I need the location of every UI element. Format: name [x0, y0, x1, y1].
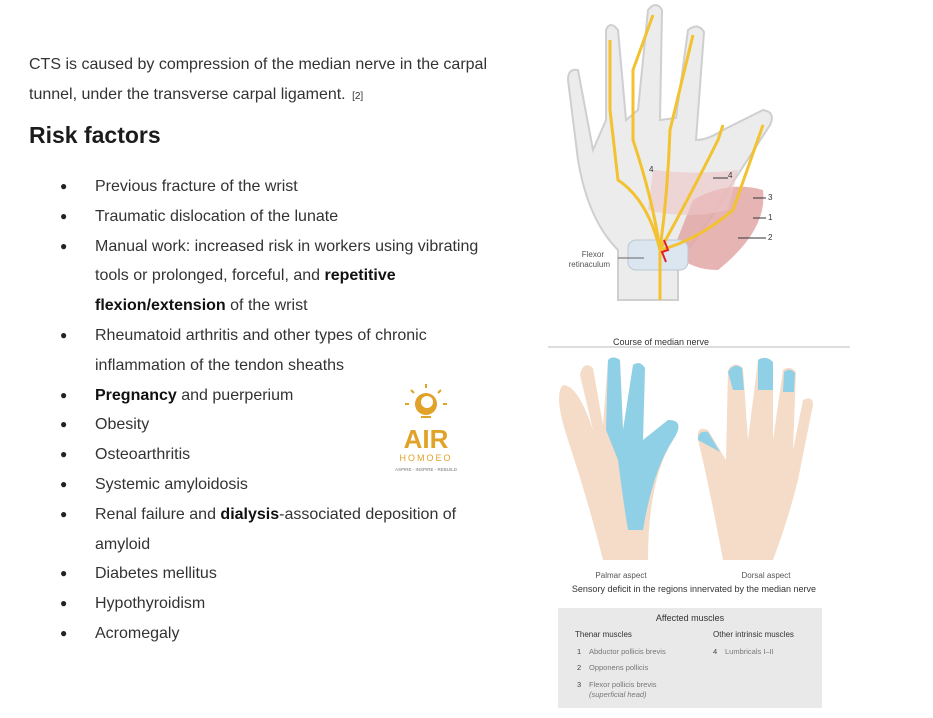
logo-subtitle: HOMOEO [399, 453, 452, 463]
logo-title: AIR [404, 424, 449, 454]
svg-text:2: 2 [577, 663, 581, 672]
intro-text: CTS is caused by compression of the medi… [29, 56, 488, 103]
palmar-hand-illustration [559, 357, 679, 560]
risk-factors-heading: Risk factors [29, 122, 161, 148]
label-4a: 4 [649, 165, 654, 174]
list-item: Obesity [60, 410, 480, 440]
course-caption: Course of median nerve [613, 337, 709, 347]
label-3: 3 [768, 193, 773, 202]
median-nerve-figure: Flexor retinaculum 4 4 3 1 2 Course of m… [548, 4, 850, 708]
list-item: Rheumatoid arthritis and other types of … [60, 321, 480, 381]
list-item: Renal failure and dialysis-associated de… [60, 500, 480, 560]
dorsal-label: Dorsal aspect [742, 571, 792, 580]
muscle-name: Lumbricals I–II [725, 647, 774, 656]
list-item: Hypothyroidism [60, 589, 480, 619]
muscle-name: Opponens pollicis [589, 663, 648, 672]
label-1: 1 [768, 213, 773, 222]
list-item: Pregnancy and puerperium [60, 381, 480, 411]
label-4b: 4 [728, 171, 733, 180]
muscles-title: Affected muscles [656, 613, 725, 623]
intro-paragraph: CTS is caused by compression of the medi… [29, 50, 499, 112]
list-item: Acromegaly [60, 619, 480, 649]
list-item: Manual work: increased risk in workers u… [60, 232, 480, 321]
other-header: Other intrinsic muscles [713, 630, 794, 639]
label-retinaculum: retinaculum [569, 260, 611, 269]
muscle-note: (superficial head) [589, 690, 647, 699]
list-item: Traumatic dislocation of the lunate [60, 202, 480, 232]
muscle-name: Flexor pollicis brevis [589, 680, 657, 689]
thenar-header: Thenar muscles [575, 630, 632, 639]
palmar-label: Palmar aspect [595, 571, 647, 580]
svg-text:1: 1 [577, 647, 581, 656]
list-item: Osteoarthritis [60, 440, 480, 470]
lightbulb-icon [405, 384, 447, 418]
muscle-name: Abductor pollicis brevis [589, 647, 666, 656]
reference-link[interactable]: [2] [352, 91, 364, 102]
list-item: Diabetes mellitus [60, 559, 480, 589]
list-item: Systemic amyloidosis [60, 470, 480, 500]
dorsal-hand-illustration [697, 357, 813, 560]
svg-text:4: 4 [713, 647, 717, 656]
affected-muscles-box: Affected muscles Thenar muscles Other in… [558, 608, 822, 708]
hand-skeleton-illustration: Flexor retinaculum 4 4 3 1 2 [566, 4, 773, 301]
sensory-caption: Sensory deficit in the regions innervate… [572, 584, 816, 594]
label-flexor: Flexor [582, 250, 605, 259]
label-2: 2 [768, 233, 773, 242]
risk-factors-list: Previous fracture of the wrist Traumatic… [60, 172, 480, 649]
list-item: Previous fracture of the wrist [60, 172, 480, 202]
svg-text:3: 3 [577, 680, 581, 689]
logo-tagline: ASPIRE - INSPIRE - REBUILD [395, 467, 458, 472]
air-homoeo-logo: AIR HOMOEO ASPIRE - INSPIRE - REBUILD [395, 384, 458, 472]
